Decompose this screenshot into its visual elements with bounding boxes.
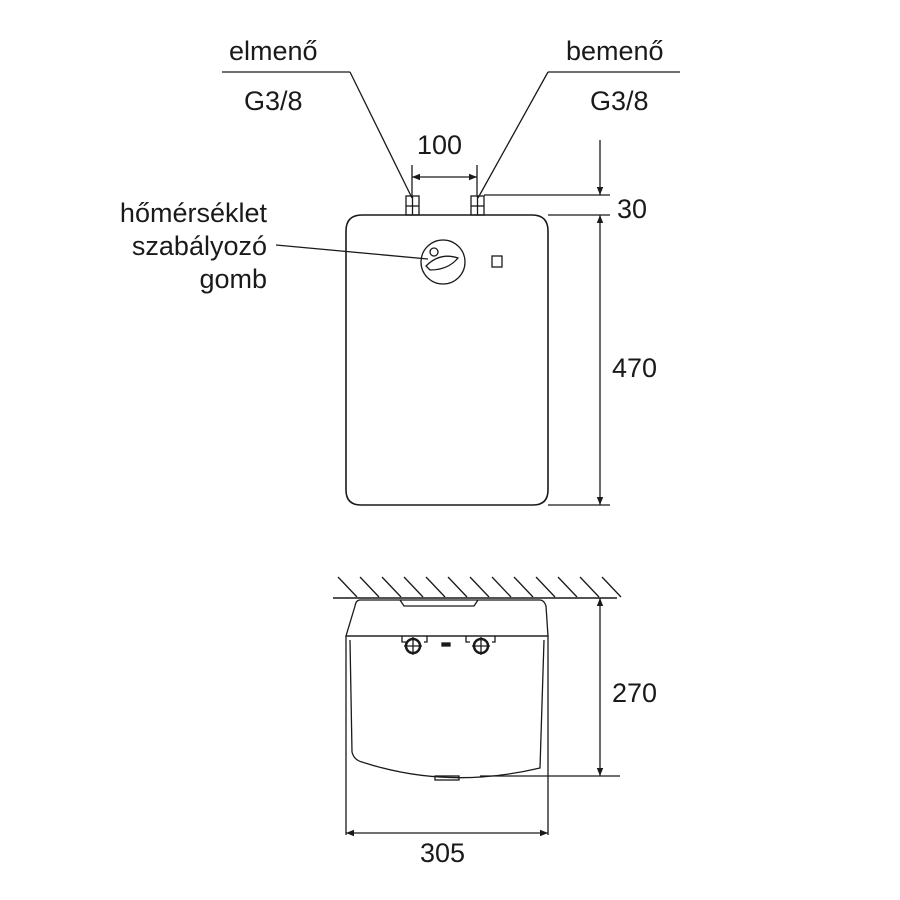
knob-icon xyxy=(420,239,466,285)
outlet-connector xyxy=(405,195,420,216)
outlet-leader xyxy=(349,71,413,199)
inlet-connector xyxy=(470,195,485,216)
hatch-stroke xyxy=(491,576,512,598)
heater-body-front xyxy=(345,214,549,506)
hatch-stroke xyxy=(601,576,622,598)
knob-label-line1: hőmérséklet xyxy=(119,198,267,228)
hatch-stroke xyxy=(557,576,578,598)
outlet-thread-label: G3/8 xyxy=(244,86,303,116)
knob-leader xyxy=(275,244,429,260)
wall-hatching xyxy=(337,576,622,598)
side-view xyxy=(333,576,622,837)
inlet-thread-label: G3/8 xyxy=(590,86,649,116)
indicator-light xyxy=(491,255,503,268)
hatch-stroke xyxy=(403,576,424,598)
hatch-stroke xyxy=(535,576,556,598)
hatch-stroke xyxy=(359,576,380,598)
inlet-label: bemenő xyxy=(566,36,664,66)
hatch-stroke xyxy=(447,576,468,598)
dim-270-label: 270 xyxy=(612,678,658,708)
hatch-stroke xyxy=(381,576,402,598)
hatch-stroke xyxy=(425,576,446,598)
hatch-stroke xyxy=(579,576,600,598)
knob-label-line3: gomb xyxy=(199,264,267,294)
dim-305-label: 305 xyxy=(420,838,466,868)
dim-30-label: 30 xyxy=(617,194,648,224)
inlet-leader xyxy=(477,71,549,199)
pipe-fittings xyxy=(401,636,496,655)
outlet-label: elmenő xyxy=(229,36,318,66)
hatch-stroke xyxy=(469,576,490,598)
heater-body-side xyxy=(345,635,549,835)
front-view xyxy=(222,71,680,506)
dim-100-label: 100 xyxy=(417,130,463,160)
dim-470-label: 470 xyxy=(612,353,658,383)
knob-label-line2: szabályozó xyxy=(131,231,267,261)
hatch-stroke xyxy=(513,576,534,598)
hatch-stroke xyxy=(337,576,358,598)
